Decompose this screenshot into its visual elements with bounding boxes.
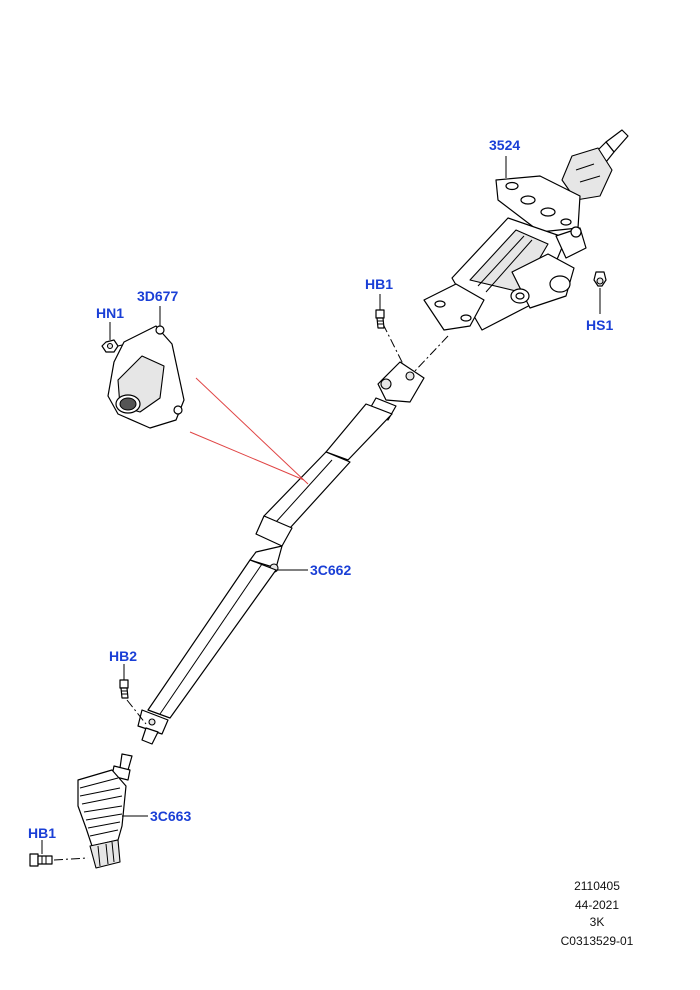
bolt-hb2[interactable] <box>119 679 129 699</box>
nut-hn1[interactable] <box>101 339 119 353</box>
lower-boot[interactable] <box>77 753 133 869</box>
callout-hb2: HB2 <box>109 648 137 664</box>
centre-line-hb1-bottom <box>53 857 89 861</box>
centre-line-upper <box>413 335 449 373</box>
red-leader-1 <box>195 377 309 485</box>
centre-line-hb2 <box>126 699 147 725</box>
callout-3d677: 3D677 <box>137 288 178 304</box>
callout-hs1: HS1 <box>586 317 613 333</box>
intermediate-shaft[interactable] <box>137 361 425 745</box>
callout-hn1: HN1 <box>96 305 124 321</box>
reference-line-3: 3K <box>590 915 605 929</box>
callout-3c662: 3C662 <box>310 562 351 578</box>
centre-line-bolt-top <box>382 323 405 367</box>
callout-hb1-bottom: HB1 <box>28 825 56 841</box>
screw-hs1[interactable] <box>593 271 607 287</box>
red-leader-2 <box>189 431 305 481</box>
column-cover[interactable] <box>107 325 185 429</box>
steering-column-assembly[interactable] <box>423 129 629 331</box>
leader-hn1-to-cover <box>117 344 123 347</box>
callout-3c663: 3C663 <box>150 808 191 824</box>
callout-3524: 3524 <box>489 137 520 153</box>
reference-line-2: 44-2021 <box>575 898 619 912</box>
callout-hb1-top: HB1 <box>365 276 393 292</box>
bolt-hb1-top[interactable] <box>375 309 385 329</box>
reference-block: 2110405 44-2021 3K C0313529-01 <box>561 879 634 948</box>
reference-line-1: 2110405 <box>574 879 620 893</box>
bolt-hb1-bottom[interactable] <box>29 853 53 867</box>
reference-line-4: C0313529-01 <box>561 934 634 948</box>
